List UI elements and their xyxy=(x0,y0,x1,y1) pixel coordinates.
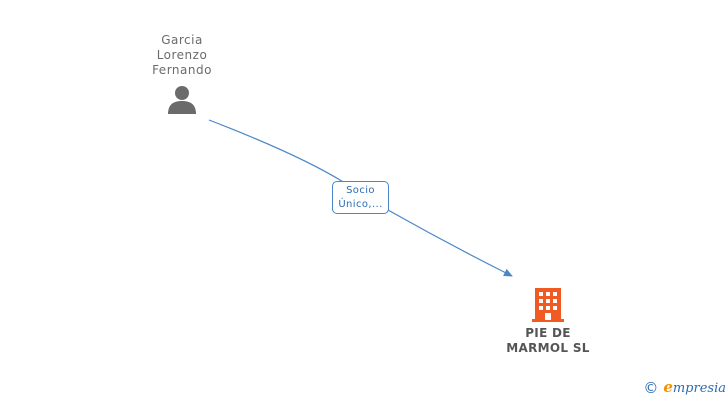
person-name: Garcia Lorenzo Fernando xyxy=(152,33,212,77)
edge-label-line2: Único,... xyxy=(338,199,383,210)
company-name: PIE DE MARMOL SL xyxy=(506,326,590,355)
edge-label-line1: Socio xyxy=(346,185,375,196)
copyright-icon: © xyxy=(643,379,659,397)
brand-logo: empresia xyxy=(663,378,726,398)
person-node[interactable]: Garcia Lorenzo Fernando xyxy=(130,33,234,115)
brand-logo-rest: mpresia xyxy=(672,381,726,396)
building-icon xyxy=(532,288,564,322)
person-icon xyxy=(168,86,196,114)
company-node[interactable]: PIE DE MARMOL SL xyxy=(496,286,600,356)
empresia-watermark[interactable]: © empresia xyxy=(643,378,726,398)
brand-logo-initial: e xyxy=(663,378,673,396)
edge-label-relationship[interactable]: Socio Único,... xyxy=(332,181,389,214)
